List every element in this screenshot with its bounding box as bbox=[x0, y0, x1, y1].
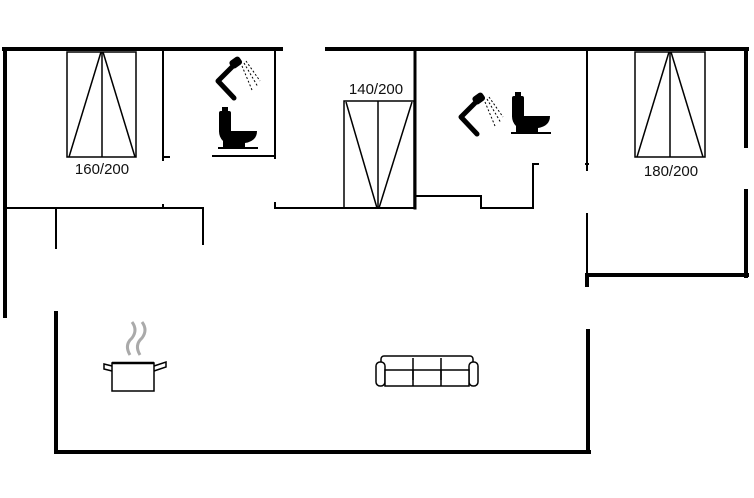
bed-size-label: 180/200 bbox=[643, 163, 699, 180]
bed-icon bbox=[634, 51, 706, 158]
toilet-icon bbox=[218, 107, 258, 149]
bed-icon bbox=[66, 51, 137, 158]
toilet-icon bbox=[511, 92, 551, 134]
shower-icon bbox=[458, 92, 504, 137]
sofa-icon bbox=[375, 355, 479, 387]
bath2-bottom-wall bbox=[414, 163, 539, 209]
cooking-pot-icon bbox=[103, 321, 167, 392]
bed-size-label: 160/200 bbox=[74, 161, 130, 178]
bed-size-label: 140/200 bbox=[348, 81, 404, 98]
walls bbox=[2, 47, 749, 454]
shower-icon bbox=[215, 56, 261, 101]
bed-icon bbox=[343, 100, 415, 209]
